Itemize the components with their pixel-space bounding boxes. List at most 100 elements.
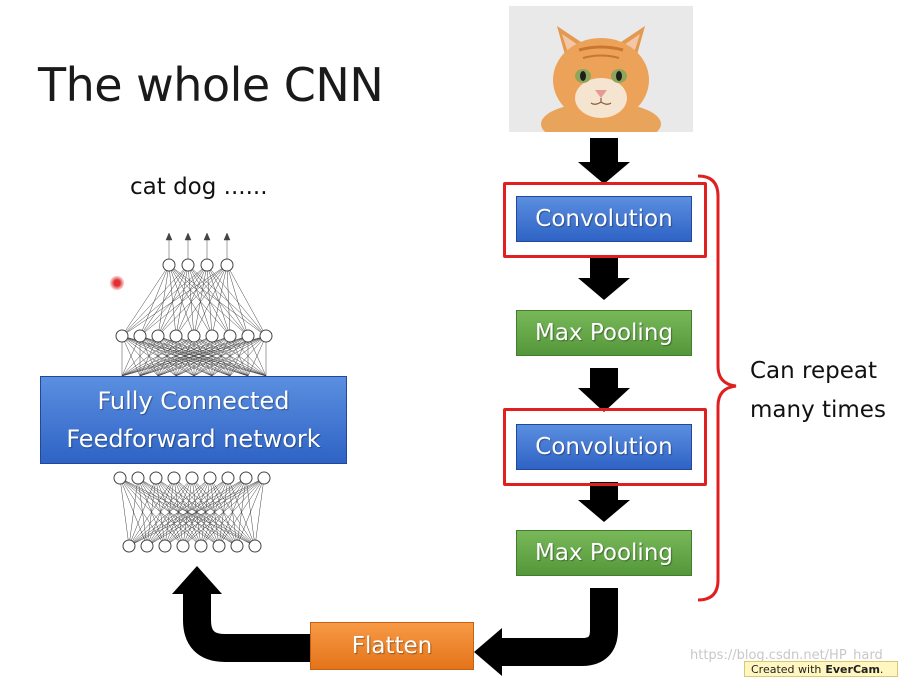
nn-connection bbox=[157, 264, 208, 337]
nn-neuron bbox=[220, 258, 234, 272]
nn-neuron bbox=[151, 329, 165, 343]
nn-connection bbox=[121, 335, 159, 377]
nn-connection bbox=[206, 264, 231, 337]
nn-connection bbox=[128, 477, 157, 547]
nn-connection bbox=[121, 335, 249, 377]
nn-connection bbox=[168, 264, 213, 337]
nn-connection bbox=[168, 264, 267, 337]
nn-connection bbox=[121, 335, 231, 377]
nn-connection bbox=[187, 264, 195, 337]
nn-neuron bbox=[205, 329, 219, 343]
nn-connection bbox=[254, 477, 265, 547]
nn-connection bbox=[187, 264, 231, 337]
nn-connection bbox=[121, 335, 195, 377]
fc-line-1: Fully Connected bbox=[97, 387, 290, 415]
nn-neuron bbox=[259, 329, 273, 343]
nn-connection bbox=[193, 264, 208, 337]
neural-network-graphic bbox=[113, 232, 273, 553]
laser-pointer-dot bbox=[110, 276, 124, 290]
down-arrow-icon bbox=[578, 368, 630, 412]
nn-connection bbox=[139, 264, 228, 337]
nn-connection bbox=[128, 477, 229, 547]
nn-connection bbox=[121, 335, 177, 377]
nn-neuron bbox=[194, 539, 208, 553]
nn-connection bbox=[139, 264, 189, 337]
evercam-suffix: . bbox=[879, 662, 884, 676]
nn-connection bbox=[168, 264, 231, 337]
nn-connection bbox=[175, 335, 267, 377]
evercam-prefix: Created with bbox=[751, 662, 822, 676]
return-arrow-to-flatten bbox=[500, 588, 618, 666]
nn-neuron bbox=[115, 329, 129, 343]
nn-connection bbox=[175, 264, 208, 337]
nn-connection bbox=[128, 477, 139, 547]
nn-connection bbox=[121, 335, 213, 377]
nn-connection bbox=[128, 477, 193, 547]
nn-connection bbox=[121, 264, 228, 337]
nn-connection bbox=[121, 335, 267, 377]
nn-connection bbox=[121, 264, 189, 337]
nn-connection bbox=[226, 264, 231, 337]
nn-neuron bbox=[212, 539, 226, 553]
evercam-brand: EverCam bbox=[825, 662, 880, 676]
up-arrowhead-icon bbox=[172, 566, 222, 594]
down-arrow-icon bbox=[578, 138, 630, 184]
nn-neuron bbox=[221, 471, 235, 485]
highlight-frame-conv2 bbox=[503, 408, 707, 486]
nn-connection bbox=[164, 477, 265, 547]
cat-image bbox=[509, 6, 693, 132]
nn-connection bbox=[211, 264, 228, 337]
nn-connection bbox=[157, 264, 228, 337]
nn-connection bbox=[206, 264, 267, 337]
repeat-note-line-2: many times bbox=[750, 397, 886, 423]
nn-connection bbox=[211, 335, 267, 377]
nn-neuron bbox=[239, 471, 253, 485]
nn-neuron bbox=[241, 329, 255, 343]
nn-connection bbox=[119, 477, 130, 547]
nn-neuron bbox=[131, 471, 145, 485]
nn-connection bbox=[121, 264, 208, 337]
nn-neuron bbox=[167, 471, 181, 485]
nn-neuron bbox=[122, 539, 136, 553]
repeat-note-line-1: Can repeat bbox=[750, 358, 878, 384]
watermark-url: https://blog.csdn.net/HP_hard bbox=[690, 648, 883, 663]
flatten-block: Flatten bbox=[310, 622, 474, 670]
nn-connection bbox=[168, 264, 177, 337]
nn-connection bbox=[175, 264, 189, 337]
nn-connection bbox=[226, 264, 267, 337]
nn-connection bbox=[200, 477, 265, 547]
nn-connection bbox=[247, 335, 267, 377]
page-title: The whole CNN bbox=[38, 58, 384, 112]
nn-neuron bbox=[158, 539, 172, 553]
output-classes-label: cat dog ...... bbox=[130, 174, 268, 200]
nn-neuron bbox=[230, 539, 244, 553]
nn-connection bbox=[206, 264, 249, 337]
nn-connection bbox=[218, 477, 265, 547]
nn-connection bbox=[146, 477, 265, 547]
nn-connection bbox=[229, 335, 267, 377]
nn-neuron bbox=[200, 258, 214, 272]
nn-arrowhead-icon bbox=[184, 232, 192, 241]
nn-connection bbox=[157, 264, 170, 337]
nn-connection bbox=[187, 264, 249, 337]
nn-connection bbox=[226, 264, 249, 337]
nn-neuron bbox=[113, 471, 127, 485]
nn-neuron bbox=[223, 329, 237, 343]
nn-connection bbox=[139, 264, 170, 337]
arrow-to-fc-network bbox=[183, 592, 310, 662]
down-arrow-icon bbox=[578, 482, 630, 522]
max-pooling-block-1: Max Pooling bbox=[516, 310, 692, 356]
nn-connection bbox=[121, 335, 141, 377]
nn-neuron bbox=[185, 471, 199, 485]
nn-connection bbox=[187, 264, 213, 337]
nn-connection bbox=[187, 264, 267, 337]
nn-connection bbox=[168, 264, 195, 337]
nn-connection bbox=[175, 264, 228, 337]
nn-connection bbox=[139, 335, 267, 377]
nn-neuron bbox=[162, 258, 176, 272]
nn-connection bbox=[121, 264, 170, 337]
nn-arrowhead-icon bbox=[223, 232, 231, 241]
down-arrow-icon bbox=[578, 256, 630, 300]
nn-neuron bbox=[203, 471, 217, 485]
